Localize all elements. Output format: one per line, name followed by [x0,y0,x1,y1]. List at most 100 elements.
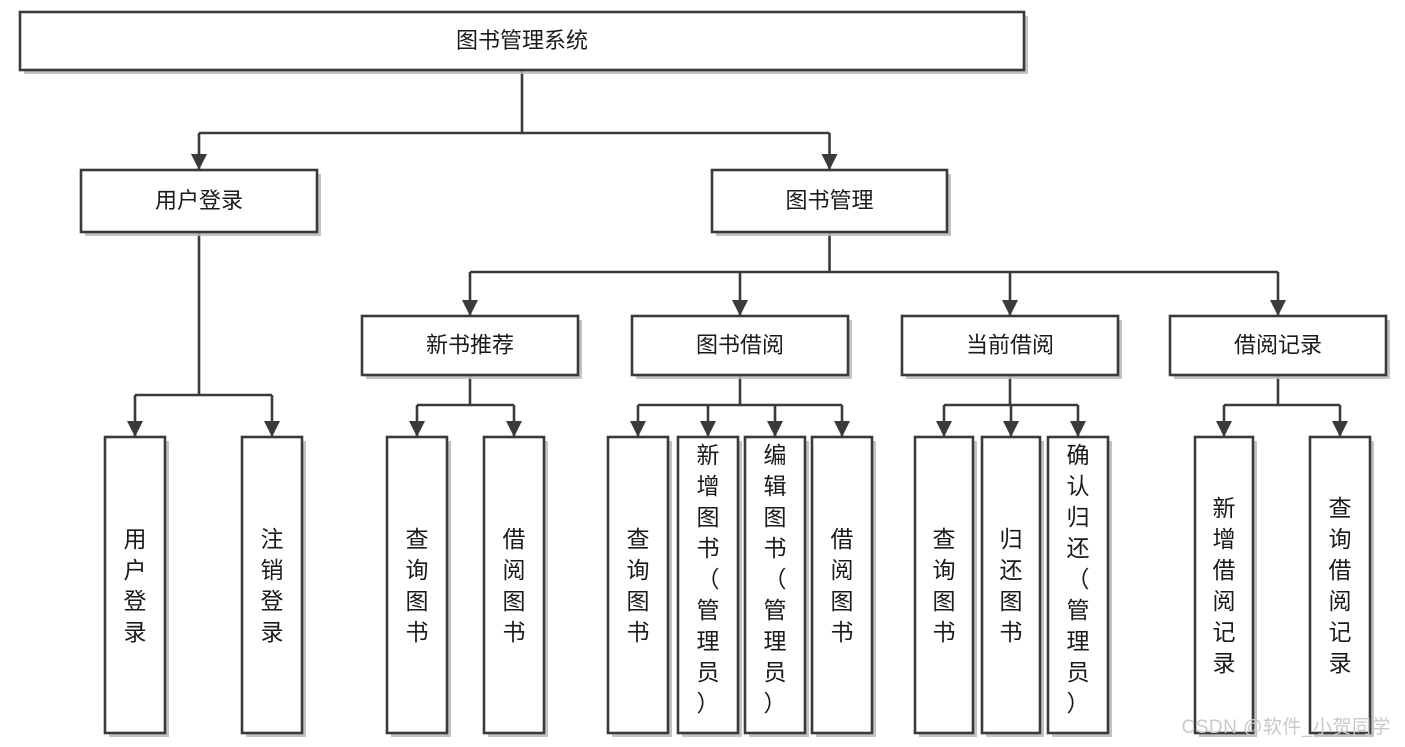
node-label-char: 用 [124,526,147,552]
node-label-char: （ [764,566,787,592]
node-label-char: 录 [124,619,147,645]
node-label-char: （ [697,566,720,592]
node-label-char: 查 [627,526,650,552]
node-label-char: 录 [1329,650,1352,676]
node-label-char: 录 [1213,650,1236,676]
node-label-char: 登 [261,588,284,614]
node-label-char: 查 [406,526,429,552]
node-label-char: 图 [764,504,787,530]
node-label-char: 图 [503,588,526,614]
node-label-char: 编 [764,442,787,468]
node-label-char: 管 [697,597,720,623]
node-label-char: 询 [406,557,429,583]
node-label-char: 管 [764,597,787,623]
arrow-head-icon [1216,421,1232,437]
node-user-login: 用户登录 [79,168,321,236]
arrow-head-icon [191,154,207,170]
node-label-char: 阅 [503,557,526,583]
node-label-char: 借 [503,526,526,552]
arrow-head-icon [462,300,478,316]
node-label: 新书推荐 [426,332,514,357]
node-label-char: ） [1067,690,1090,716]
node-label-char: 确 [1067,442,1090,468]
node-label-char: 借 [831,526,854,552]
node-label: 图书管理 [785,188,873,213]
node-label-char: 图 [1000,588,1023,614]
arrow-head-icon [936,421,952,437]
arrow-head-icon [264,421,280,437]
node-label-char: 销 [261,557,284,583]
node-label-char: 询 [1329,526,1352,552]
node-label-char: 询 [627,557,650,583]
node-label-char: 阅 [831,557,854,583]
node-label-char: 员 [697,659,720,685]
node-label-char: 新 [1213,495,1236,521]
node-leaf-user-login: 用户登录 [103,435,169,737]
node-label-char: 查 [1329,495,1352,521]
node-boxes-group: 图书管理系统用户登录图书管理新书推荐图书借阅当前借阅借阅记录用户登录注销登录查询… [18,10,1390,737]
node-label-char: 书 [406,619,429,645]
node-label-char: ） [697,690,720,716]
node-label-char: 图 [406,588,429,614]
arrow-head-icon [1003,421,1019,437]
node-label-char: 查 [933,526,956,552]
arrow-head-icon [1332,421,1348,437]
arrow-head-icon [630,421,646,437]
node-book-borrow: 图书借阅 [630,314,852,379]
node-label-char: 借 [1213,557,1236,583]
node-label-char: 登 [124,588,147,614]
node-label-char: 借 [1329,557,1352,583]
node-label-char: 书 [697,535,720,561]
node-label-char: 增 [697,473,720,499]
node-label-char: 员 [764,659,787,685]
node-label-char: 书 [831,619,854,645]
node-label-char: 阅 [1213,588,1236,614]
connector-lines-group [127,70,1348,437]
node-label: 当前借阅 [966,332,1054,357]
node-label-char: 书 [764,535,787,561]
node-label-char: 书 [933,619,956,645]
node-label-char: 书 [627,619,650,645]
arrow-head-icon [821,154,838,170]
node-label-char: 阅 [1329,588,1352,614]
node-label-char: 员 [1067,659,1090,685]
arrow-head-icon [767,421,783,437]
node-label-char: 录 [261,619,284,645]
node-label-char: 归 [1000,526,1023,552]
node-label-char: 还 [1000,557,1023,583]
arrow-head-icon [834,421,850,437]
node-label: 图书借阅 [696,332,784,357]
node-borrow-record: 借阅记录 [1168,314,1390,379]
arrow-head-icon [1002,300,1018,316]
arrow-head-icon [732,300,748,316]
node-label-char: 图 [831,588,854,614]
node-label-char: 书 [503,619,526,645]
arrow-head-icon [1070,421,1086,437]
node-label-char: 辑 [764,473,787,499]
node-label-char: 增 [1213,526,1236,552]
node-label-char: 认 [1067,473,1090,499]
node-label-char: 管 [1067,597,1090,623]
node-label-char: 还 [1067,535,1090,561]
node-label-char: 图 [933,588,956,614]
node-label-char: 理 [697,628,720,654]
arrow-head-icon [1270,300,1286,316]
arrow-head-icon [700,421,716,437]
node-label-char: 注 [261,526,284,552]
node-label-char: 记 [1329,619,1352,645]
node-label-char: 图 [697,504,720,530]
arrow-head-icon [409,421,425,437]
node-label: 图书管理系统 [456,28,588,53]
